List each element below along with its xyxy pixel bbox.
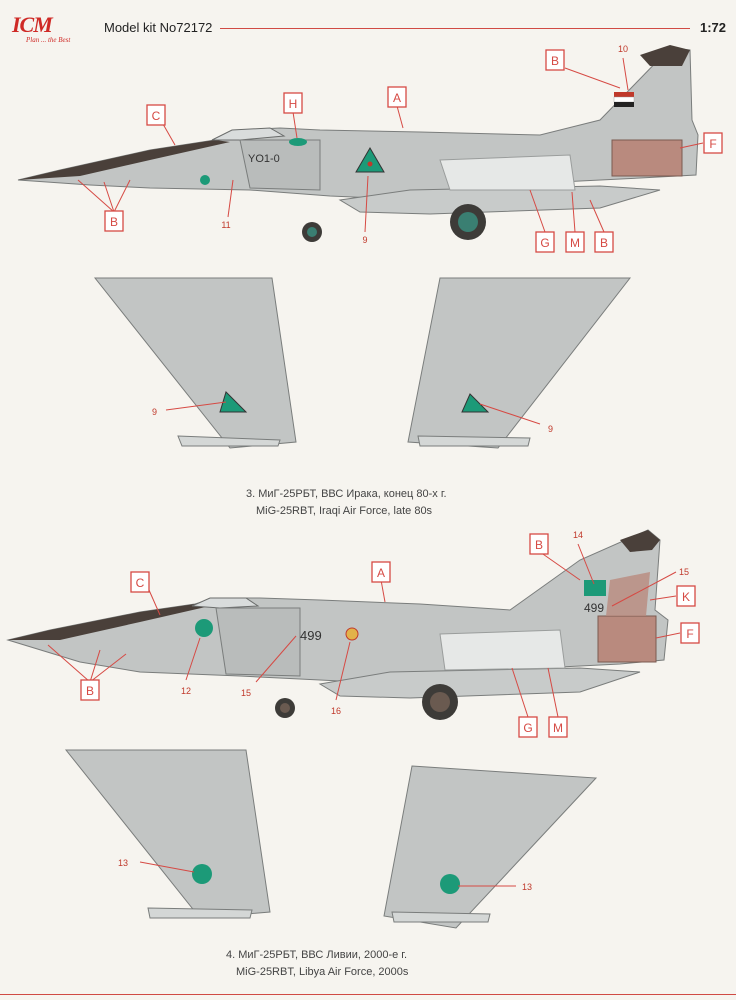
callout-b-nose-libya: B (80, 679, 100, 701)
svg-text:A: A (393, 91, 401, 105)
wing-left-libya (64, 749, 271, 919)
svg-text:C: C (136, 576, 145, 590)
svg-text:K: K (682, 590, 690, 604)
callout-a-libya: A (371, 561, 391, 583)
callout-g-libya: G (518, 716, 538, 738)
decal-number-15: 15 (241, 688, 251, 698)
caption-variant-3-ru: 3. МиГ-25РБТ, ВВС Ирака, конец 80-х г. (246, 488, 447, 500)
logo-tagline: Plan ... the Best (26, 36, 71, 44)
callout-b-nose-iraq: B (104, 210, 124, 232)
aircraft-side-view-iraq (17, 45, 699, 242)
icm-logo: ICM Plan ... the Best (12, 14, 82, 48)
callout-f-iraq: F (703, 132, 723, 154)
caption-variant-4: 4. МиГ-25РБТ, ВВС Ливии, 2000-е г. MiG-2… (226, 947, 408, 981)
callout-b-belly-iraq: B (594, 231, 614, 253)
svg-text:H: H (289, 97, 298, 111)
decal-number-11: 11 (221, 220, 230, 230)
wing-decal-13-left: 13 (118, 858, 128, 868)
callout-f-libya: F (680, 622, 700, 644)
wing-decal-9-left: 9 (152, 407, 157, 417)
fuselage-code-iraq: YO1-0 (248, 153, 280, 165)
callout-g-iraq: G (535, 231, 555, 253)
tail-number-libya: 499 (584, 601, 604, 615)
svg-text:F: F (709, 137, 716, 151)
logo-text: ICM (12, 12, 53, 37)
svg-text:B: B (551, 54, 559, 68)
svg-text:A: A (377, 566, 385, 580)
wing-right-libya (383, 765, 598, 929)
svg-text:C: C (152, 109, 161, 123)
svg-text:M: M (553, 721, 563, 735)
wing-left-iraq (93, 277, 297, 449)
aircraft-side-view-libya (6, 529, 669, 720)
scale-label: 1:72 (700, 20, 727, 35)
caption-variant-4-ru: 4. МиГ-25РБТ, ВВС Ливии, 2000-е г. (226, 949, 408, 961)
callout-c-libya: C (130, 571, 150, 593)
svg-text:G: G (523, 721, 532, 735)
callout-k-libya: K (676, 585, 696, 607)
callout-b-tail-libya: B (529, 533, 549, 555)
svg-text:B: B (535, 538, 543, 552)
svg-text:B: B (110, 215, 118, 229)
svg-text:G: G (540, 236, 549, 250)
caption-variant-3-en: MiG-25RBT, Iraqi Air Force, late 80s (256, 505, 433, 517)
footer-rule (0, 994, 736, 995)
header-rule (220, 28, 690, 29)
callout-a-iraq: A (387, 86, 407, 108)
wing-decal-13-right: 13 (522, 882, 532, 892)
fuselage-number-libya: 499 (300, 628, 322, 643)
wing-right-iraq (407, 277, 632, 449)
callout-h-iraq: H (283, 92, 303, 114)
svg-text:B: B (86, 684, 94, 698)
decal-number-10: 10 (618, 44, 628, 54)
decal-number-15-tail: 15 (679, 567, 689, 577)
wing-decal-9-right: 9 (548, 424, 553, 434)
decal-number-16: 16 (331, 706, 341, 716)
svg-text:F: F (686, 627, 693, 641)
callout-c-iraq: C (146, 104, 166, 126)
callout-m-libya: M (548, 716, 568, 738)
callout-m-iraq: M (565, 231, 585, 253)
caption-variant-3: 3. МиГ-25РБТ, ВВС Ирака, конец 80-х г. M… (246, 486, 447, 520)
decal-number-9: 9 (362, 235, 367, 245)
caption-variant-4-en: MiG-25RBT, Libya Air Force, 2000s (236, 966, 409, 978)
kit-title: Model kit No72172 (104, 20, 213, 35)
svg-text:B: B (600, 236, 608, 250)
decal-number-12: 12 (181, 686, 191, 696)
decal-number-14: 14 (573, 530, 583, 540)
svg-text:M: M (570, 236, 580, 250)
callout-b-tail-iraq: B (545, 49, 565, 71)
